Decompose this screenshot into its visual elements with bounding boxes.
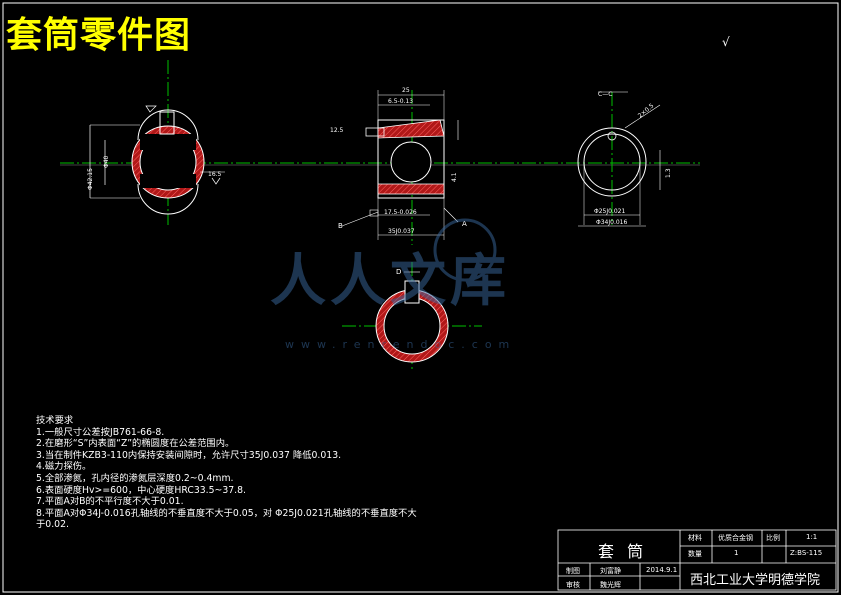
bottom-view: [342, 262, 482, 372]
checked-label: 审核: [566, 581, 580, 589]
tech-requirements: 技术要求 1.一般尺寸公差按JB761-66-8. 2.在磨形“S”内表面“Z”…: [36, 415, 417, 531]
drawn-label: 制图: [566, 567, 580, 575]
tech-req-item: 8.平面A对Φ34J-0.016孔轴线的不垂直度不大于0.05，对 Φ25J0.…: [36, 507, 417, 519]
dim-top-len: 25: [402, 87, 410, 94]
dim-chamfer: 4.1: [451, 172, 458, 182]
material-label: 材料: [688, 534, 702, 542]
page-title: 套筒零件图: [6, 15, 192, 56]
label-c: C—C: [598, 91, 612, 98]
school-name: 西北工业大学明德学院: [690, 573, 821, 588]
tech-req-item: 2.在磨形“S”内表面“Z”的椭圆度在公差范围内。: [36, 438, 235, 450]
tech-req-item: 5.全部渗氮，孔内径的渗氮层深度0.2~0.4mm.: [36, 472, 234, 484]
dim-right-a: 2×0.5: [637, 102, 656, 119]
scale-value: 1:1: [806, 533, 818, 541]
drawn-name: 刘富静: [600, 567, 621, 575]
tech-req-item: 于0.02.: [36, 519, 69, 531]
dim-bot-len: 35J0.037: [388, 228, 415, 235]
dim-side-r: 12.5: [330, 127, 344, 134]
drawn-date: 2014.9.1: [646, 566, 678, 574]
watermark-text: 人人文库: [270, 249, 510, 314]
dim-left-d3: 16.5: [208, 171, 222, 178]
watermark: 人人文库 www.renrendoc.com: [270, 218, 516, 351]
center-view: [341, 90, 459, 245]
right-view: [577, 91, 661, 227]
watermark-url: www.renrendoc.com: [285, 338, 516, 351]
material-value: 优质合金钢: [718, 534, 753, 542]
tech-req-item: 4.磁力探伤。: [36, 461, 92, 473]
tech-req-item: 1.一般尺寸公差按JB761-66-8.: [36, 426, 165, 438]
qty-label: 数量: [688, 550, 702, 558]
dim-bot-sub: 17.5-0.026: [384, 209, 417, 216]
dim-right-h: 1.3: [665, 168, 672, 178]
label-d: D: [396, 268, 401, 276]
tech-req-heading: 技术要求: [36, 415, 74, 426]
label-a: A: [462, 220, 467, 228]
dim-left-d2: Φ42.15: [87, 168, 94, 190]
tech-req-item: 3.当在制件KZB3-110内保持安装间隙时，允许尺寸35J0.037 降低0.…: [36, 449, 342, 461]
label-b: B: [338, 222, 343, 230]
title-block: [557, 529, 837, 591]
scale-label: 比例: [766, 534, 780, 542]
drawing-number: Z:BS-115: [790, 549, 823, 557]
tech-req-item: 6.表面硬度Hv>=600，中心硬度HRC33.5~37.8.: [36, 484, 246, 496]
roughness-mark: √: [722, 35, 730, 49]
dim-right-d2: Φ34J0.016: [596, 219, 627, 226]
left-view: [89, 60, 225, 225]
qty-value: 1: [734, 549, 739, 557]
dim-hole: 6.5-0.13: [388, 98, 413, 105]
checked-name: 魏光辉: [600, 581, 621, 589]
tech-req-item: 7.平面A对B的不平行度不大于0.01.: [36, 496, 184, 508]
dim-left-d1: Φ40: [103, 155, 110, 168]
dim-right-d1: Φ25J0.021: [594, 208, 625, 215]
part-name: 套 筒: [598, 542, 648, 561]
